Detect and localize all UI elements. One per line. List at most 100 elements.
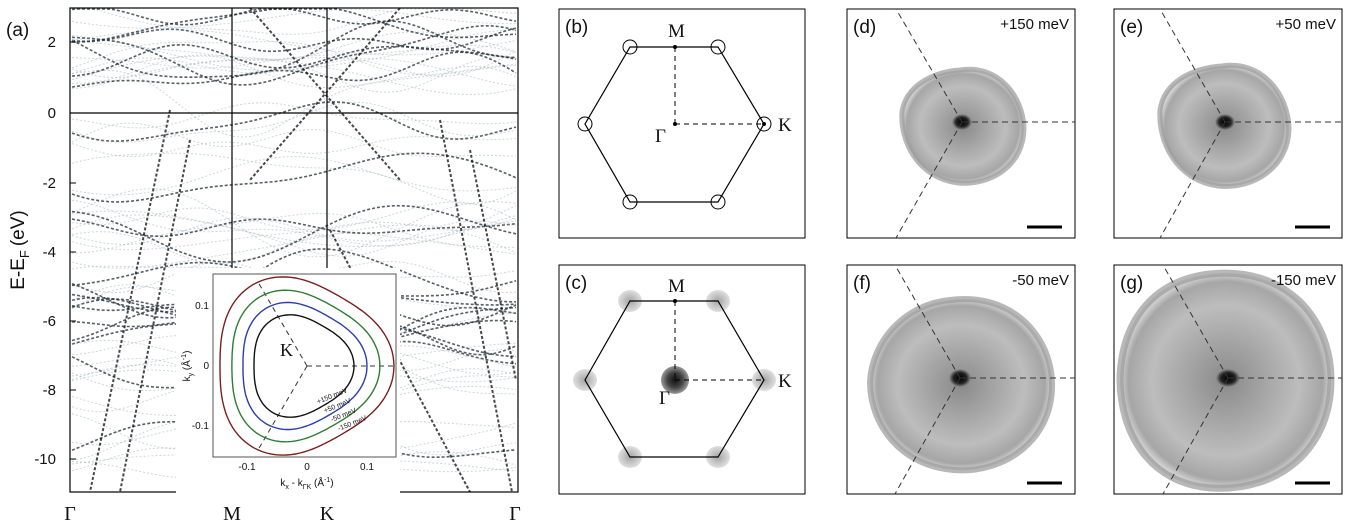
dash-line [1159, 8, 1226, 123]
band-line [71, 101, 517, 142]
band-line [71, 260, 517, 293]
label-k: K [778, 371, 792, 392]
a-k-labels: Γ M K Γ [64, 503, 521, 525]
inset-ytick: 0 [203, 361, 209, 372]
band-line [72, 54, 517, 89]
a-ytick: -10 [34, 451, 56, 468]
dash-line [894, 377, 961, 495]
panel-g-tag: (g) [1120, 273, 1143, 294]
band-line [71, 204, 517, 263]
energy-label: -50 meV [1012, 272, 1069, 289]
dash-line [895, 8, 963, 123]
band-line [71, 217, 517, 246]
brillouin-zone [584, 46, 765, 203]
m-point [673, 299, 677, 303]
energy-label: +150 meV [1000, 16, 1069, 33]
panel-f-tag: (f) [853, 273, 871, 294]
band-line [71, 8, 517, 26]
panel-e: (e) +50 meV [1113, 8, 1343, 239]
band-line [71, 40, 517, 76]
label-gamma: Γ [659, 388, 670, 409]
band-line [71, 212, 517, 254]
band-line [71, 29, 517, 56]
band-line [71, 231, 517, 265]
panel-b: (b) M K Γ [558, 8, 806, 239]
inset-ytick: 0.1 [195, 301, 209, 312]
inset-xtick: 0.1 [360, 462, 374, 473]
a-y-ticks [70, 41, 76, 460]
a-ylabel: E-EF(eV) [8, 210, 32, 290]
label-m: M [668, 21, 685, 42]
energy-label: -150 meV [1271, 272, 1336, 289]
m-point [673, 45, 677, 49]
a-ytick: -6 [43, 313, 56, 330]
band-line [71, 122, 517, 157]
panel-e-tag: (e) [1120, 17, 1143, 38]
a-ytick: -8 [43, 382, 56, 399]
panel-a-tag: (a) [6, 20, 29, 41]
brillouin-zone [584, 300, 765, 458]
dash-line [894, 264, 961, 379]
band-line [71, 29, 516, 71]
band-line [71, 284, 517, 315]
band-line [469, 149, 517, 381]
dash-line [1162, 377, 1229, 495]
inset-frame [212, 273, 397, 458]
inset-ylabel: ky (Å-1) [180, 351, 195, 382]
band-line [71, 248, 516, 319]
energy-contour [242, 301, 368, 431]
band-line [71, 321, 517, 358]
k-circle [756, 116, 772, 132]
label-gamma: Γ [655, 126, 666, 147]
band-line [71, 43, 517, 77]
band-line [249, 7, 401, 181]
k-circle [710, 39, 726, 55]
band-line [71, 261, 517, 294]
band-line [71, 364, 517, 402]
panel-c: (c) M K Γ [558, 264, 806, 495]
dash-line [1162, 264, 1229, 379]
a-y-tick-labels: 2 0 -2 -4 -6 -8 -10 [34, 34, 56, 468]
band-line [71, 65, 517, 138]
dash-line [1159, 121, 1226, 239]
band-line [71, 56, 517, 93]
panel-d-tag: (d) [853, 17, 876, 38]
inset-xtick: -0.1 [238, 462, 256, 473]
inset-dash-down [257, 365, 308, 451]
gamma-point [673, 122, 677, 126]
dash-line [895, 121, 963, 239]
k-point [762, 122, 766, 126]
energy-contour [231, 289, 381, 443]
kpoint-gamma: Γ [509, 503, 521, 525]
band-line [71, 136, 517, 158]
band-line [71, 152, 517, 205]
inset-k-label: K [280, 340, 293, 360]
inset-x-ticks: -0.1 0 0.1 [238, 462, 374, 473]
inset-contours [219, 276, 395, 456]
band-line [71, 369, 517, 404]
band-line [71, 55, 517, 96]
inset: K +150 meV +50 meV -50 meV -150 meV 0.1 … [176, 268, 400, 494]
panel-g: (g) -150 meV [1113, 264, 1343, 495]
band-line [71, 335, 517, 365]
kpoint-k: K [320, 503, 335, 525]
k-circle [577, 116, 593, 132]
band-line [71, 210, 517, 247]
band-line [439, 119, 513, 493]
band-line [71, 298, 517, 355]
band-line [71, 40, 517, 77]
label-m: M [668, 276, 685, 297]
inset-ytick: -0.1 [192, 421, 210, 432]
band-line [71, 224, 517, 269]
panel-b-tag: (b) [565, 17, 588, 38]
band-line [71, 152, 517, 203]
panel-a: (a) 2 0 -2 -4 -6 -8 -10 E-EF(eV) Γ [6, 7, 521, 525]
panel-d: (d) +150 meV [846, 8, 1076, 239]
band-line [71, 57, 517, 87]
band-line [71, 24, 517, 86]
band-line [72, 8, 517, 35]
k-circle [710, 194, 726, 210]
inset-dash-up [257, 281, 308, 367]
label-k: K [778, 115, 792, 136]
